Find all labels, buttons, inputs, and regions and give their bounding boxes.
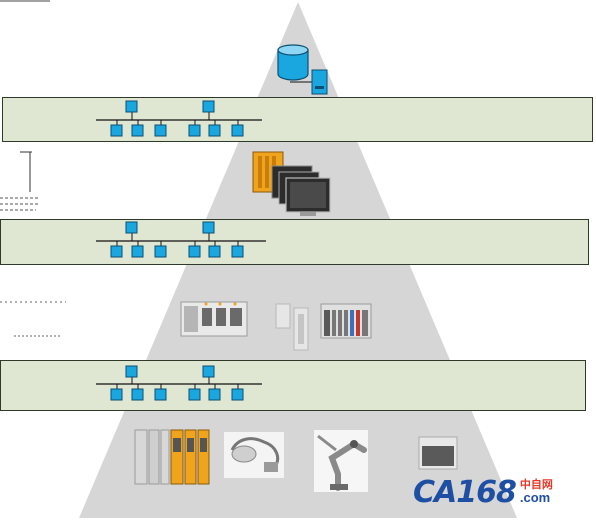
servo-motor-icon	[224, 432, 284, 478]
controller-rack-icon	[320, 303, 372, 339]
network-topology-band-3	[96, 365, 262, 401]
network-band-2	[0, 219, 589, 265]
watermark-brand: CA168	[413, 474, 517, 510]
database-icon	[277, 44, 309, 81]
device-box-icon	[418, 436, 458, 470]
drive-rack-icon	[134, 429, 210, 485]
network-band-3	[0, 360, 586, 411]
plc-rack-icon	[180, 301, 248, 337]
network-topology-band-2	[96, 221, 266, 258]
left-margin-marks	[0, 0, 66, 337]
ca168-watermark: CA168 中自网 .com	[413, 474, 583, 510]
network-topology-band-1	[96, 100, 262, 137]
robot-arm-icon	[314, 430, 368, 492]
io-module-icon	[275, 303, 309, 351]
server-icon	[290, 69, 328, 95]
monitor-stack-icon	[271, 165, 331, 216]
watermark-domain: .com	[519, 490, 551, 505]
watermark-chinese: 中自网	[519, 479, 553, 491]
